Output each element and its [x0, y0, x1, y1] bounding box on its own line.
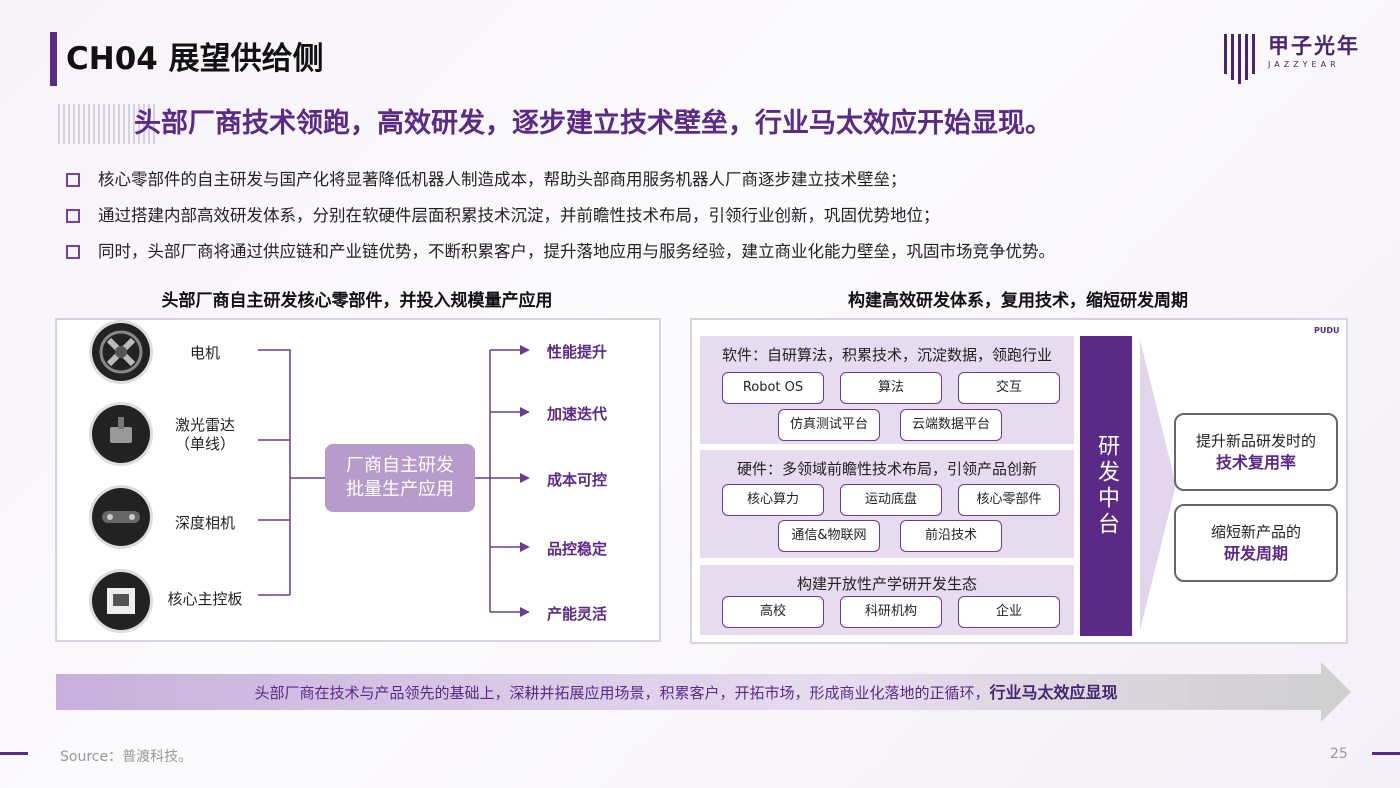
control-board-icon	[92, 572, 150, 630]
component-label: 深度相机	[174, 514, 235, 532]
output-label: 加速迭代	[547, 405, 608, 423]
logo-subtext: JAZZYEAR	[1268, 60, 1340, 69]
bottom-summary: 头部厂商在技术与产品领先的基础上，深耕并拓展应用场景，积累客户，开拓市场，形成商…	[254, 683, 1118, 702]
page-title: CH04 展望供给侧	[66, 41, 324, 77]
result-box: 缩短新产品的 研发周期	[1174, 504, 1338, 582]
component-label: 激光雷达 （单线）	[174, 416, 235, 453]
tag-algorithm: 算法	[840, 372, 942, 404]
output-label: 成本可控	[547, 471, 608, 489]
component-label: 电机	[189, 344, 220, 362]
left-section-title: 头部厂商自主研发核心零部件，并投入规模量产应用	[161, 291, 553, 311]
bullet-item: 核心零部件的自主研发与国产化将显著降低机器人制造成本，帮助头部商用服务机器人厂商…	[66, 162, 1055, 198]
component-label: 核心主控板	[167, 590, 243, 608]
tag-chassis: 运动底盘	[840, 484, 942, 516]
headline: 头部厂商技术领跑，高效研发，逐步建立技术壁垒，行业马太效应开始显现。	[134, 108, 1052, 139]
source-note: Source：普渡科技。	[60, 749, 193, 765]
title-accent-bar	[50, 32, 57, 86]
square-bullet-icon	[66, 245, 80, 259]
chevron-arrow-icon	[1140, 340, 1176, 630]
jazzyear-logo-icon	[1224, 34, 1255, 84]
square-bullet-icon	[66, 209, 80, 223]
lidar-icon	[92, 405, 150, 463]
page-number: 25	[1330, 746, 1348, 762]
motor-icon	[92, 323, 150, 381]
tag-research-institute: 科研机构	[840, 596, 942, 628]
output-label: 品控稳定	[547, 540, 608, 558]
footer-accent-right	[1372, 752, 1400, 755]
tag-simulation-platform: 仿真测试平台	[778, 409, 880, 441]
result-box: 提升新品研发时的 技术复用率	[1174, 413, 1338, 491]
depth-camera-icon	[92, 488, 150, 546]
footer-accent-left	[0, 752, 28, 755]
center-process-box: 厂商自主研发 批量生产应用	[325, 444, 475, 512]
pudu-logo: PUDU	[1314, 326, 1340, 335]
tag-cloud-data-platform: 云端数据平台	[900, 409, 1002, 441]
output-label: 性能提升	[547, 343, 608, 361]
bullet-list: 核心零部件的自主研发与国产化将显著降低机器人制造成本，帮助头部商用服务机器人厂商…	[66, 162, 1055, 270]
tag-interaction: 交互	[958, 372, 1060, 404]
output-label: 产能灵活	[547, 605, 608, 623]
software-title: 软件：自研算法，积累技术，沉淀数据，领跑行业	[721, 346, 1052, 364]
tag-core-parts: 核心零部件	[958, 484, 1060, 516]
headline-decoration	[58, 104, 158, 144]
tag-frontier-tech: 前沿技术	[900, 520, 1002, 552]
logo-text: 甲子光年	[1268, 34, 1360, 58]
tag-robot-os: Robot OS	[722, 372, 824, 404]
rd-platform-bar: 研发中台	[1080, 336, 1132, 636]
bullet-item: 同时，头部厂商将通过供应链和产业链优势，不断积累客户，提升落地应用与服务经验，建…	[66, 234, 1055, 270]
flow-connectors	[258, 345, 530, 617]
hardware-title: 硬件：多领域前瞻性技术布局，引领产品创新	[736, 460, 1037, 478]
tag-computing: 核心算力	[722, 484, 824, 516]
bullet-item: 通过搭建内部高效研发体系，分别在软硬件层面积累技术沉淀，并前瞻性技术布局，引领行…	[66, 198, 1055, 234]
ecosystem-title: 构建开放性产学研开发生态	[796, 575, 977, 593]
tag-university: 高校	[722, 596, 824, 628]
square-bullet-icon	[66, 173, 80, 187]
right-section-title: 构建高效研发体系，复用技术，缩短研发周期	[848, 291, 1188, 311]
tag-enterprise: 企业	[958, 596, 1060, 628]
tag-iot: 通信&物联网	[778, 520, 880, 552]
bottom-arrow-banner	[56, 662, 1351, 722]
